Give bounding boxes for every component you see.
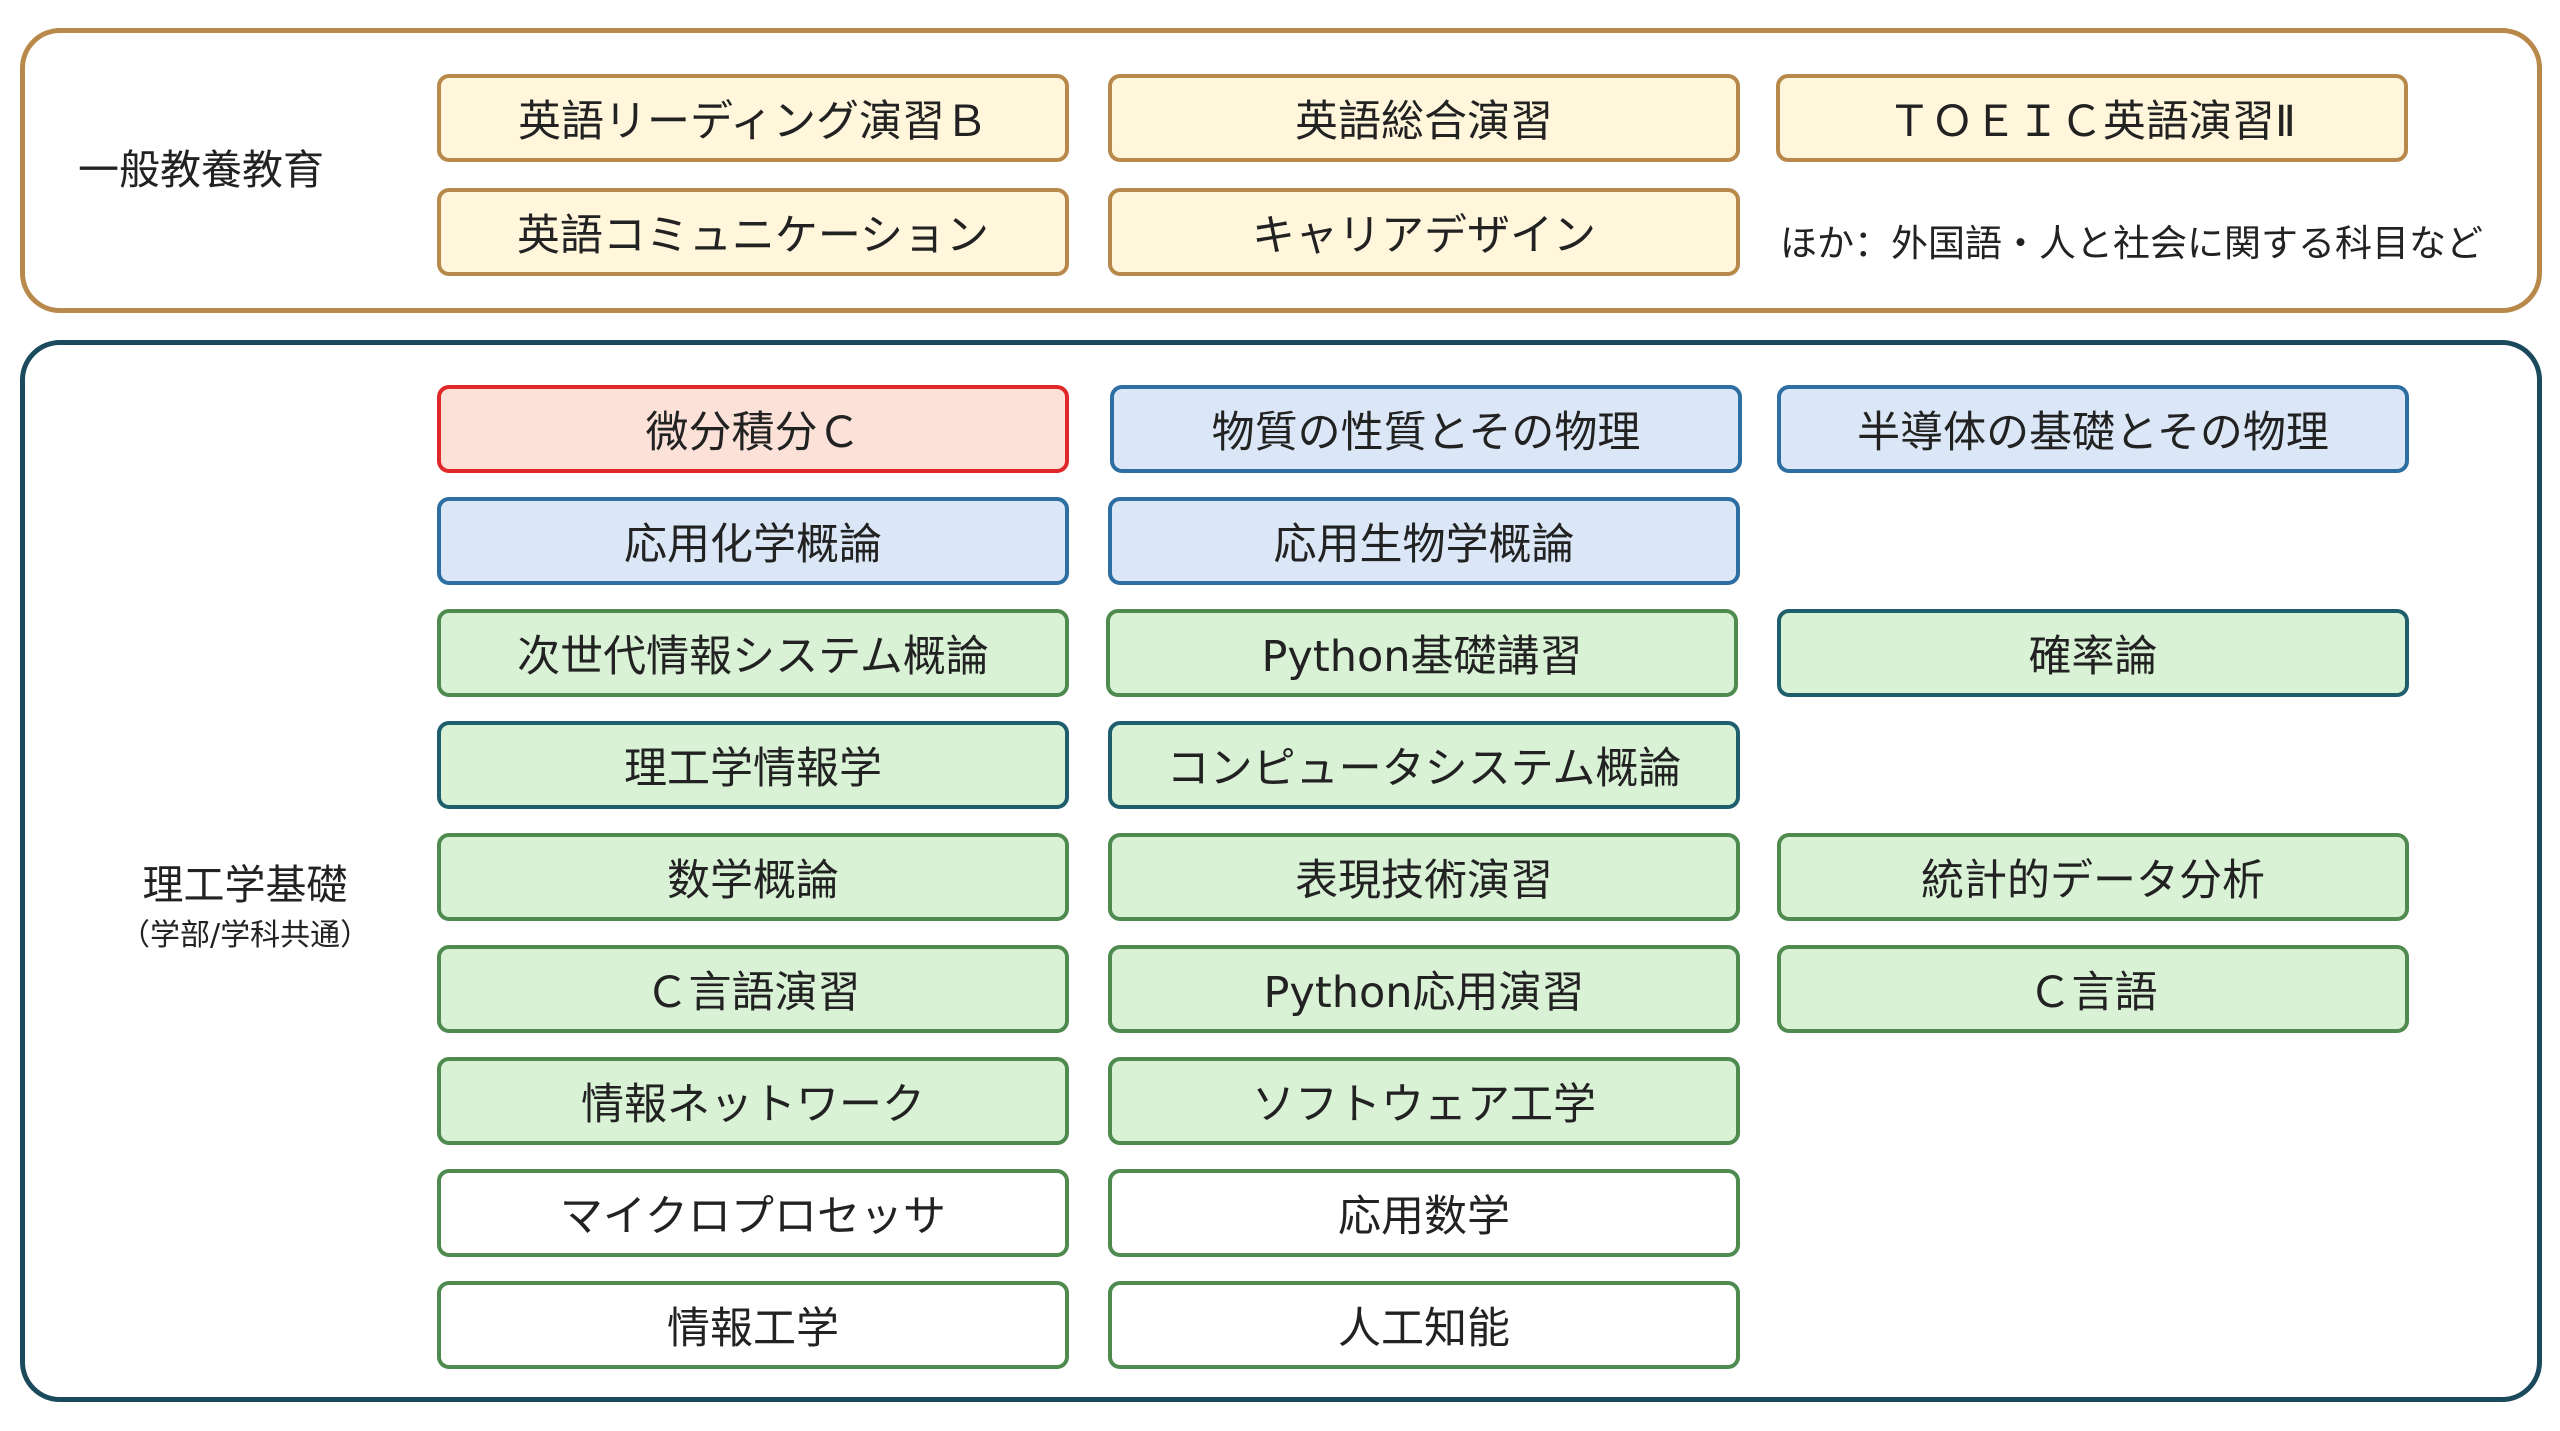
course-box: 統計的データ分析 xyxy=(1777,833,2409,921)
course-box: コンピュータシステム概論 xyxy=(1108,721,1740,809)
course-box: 英語総合演習 xyxy=(1108,74,1740,162)
course-box: Ｃ言語演習 xyxy=(437,945,1069,1033)
course-box: 確率論 xyxy=(1777,609,2409,697)
course-box: Python基礎講習 xyxy=(1106,609,1738,697)
science-foundation-label: 理工学基礎 （学部/学科共通） xyxy=(120,861,371,954)
general-education-label: 一般教養教育 xyxy=(78,146,324,194)
course-box: 微分積分Ｃ xyxy=(437,385,1069,473)
course-box: Ｃ言語 xyxy=(1777,945,2409,1033)
course-box: 応用生物学概論 xyxy=(1108,497,1740,585)
course-box: 応用数学 xyxy=(1108,1169,1740,1257)
course-box: ソフトウェア工学 xyxy=(1108,1057,1740,1145)
course-box: 次世代情報システム概論 xyxy=(437,609,1069,697)
course-box: 理工学情報学 xyxy=(437,721,1069,809)
course-box: 英語コミュニケーション xyxy=(437,188,1069,276)
course-box: 数学概論 xyxy=(437,833,1069,921)
course-box: 人工知能 xyxy=(1108,1281,1740,1369)
course-box: ＴＯＥＩＣ英語演習Ⅱ xyxy=(1776,74,2408,162)
course-box: 情報工学 xyxy=(437,1281,1069,1369)
course-box: 情報ネットワーク xyxy=(437,1057,1069,1145)
course-box: 英語リーディング演習Ｂ xyxy=(437,74,1069,162)
course-box: 表現技術演習 xyxy=(1108,833,1740,921)
science-foundation-sublabel: （学部/学科共通） xyxy=(120,918,371,954)
course-box: マイクロプロセッサ xyxy=(437,1169,1069,1257)
course-box: キャリアデザイン xyxy=(1108,188,1740,276)
course-box: 半導体の基礎とその物理 xyxy=(1777,385,2409,473)
course-box: 応用化学概論 xyxy=(437,497,1069,585)
course-box: Python応用演習 xyxy=(1108,945,1740,1033)
course-box: 物質の性質とその物理 xyxy=(1110,385,1742,473)
general-education-note: ほか：外国語・人と社会に関する科目など xyxy=(1780,222,2483,265)
